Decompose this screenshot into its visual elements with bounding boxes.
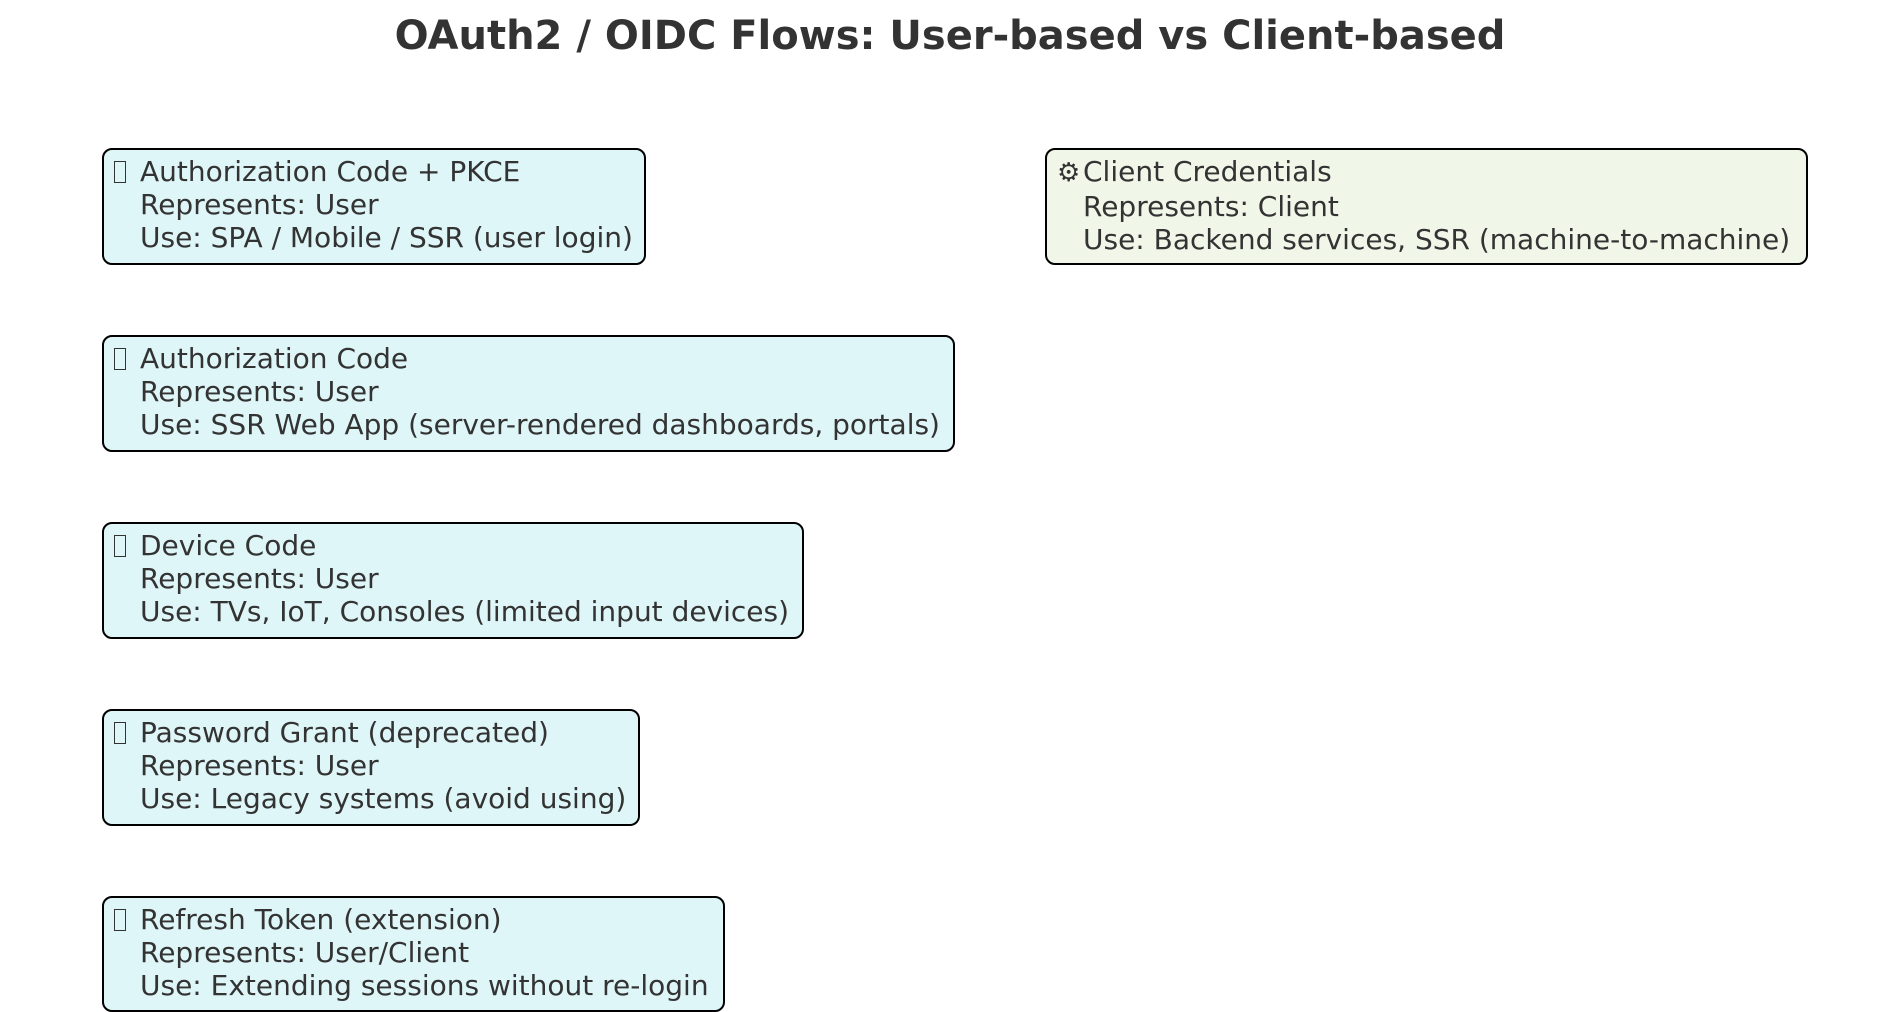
flow-represents: Represents: User/Client [140,936,470,969]
missing-glyph-icon [114,342,140,375]
flow-use: Use: SSR Web App (server-rendered dashbo… [140,408,940,441]
flow-name: Refresh Token (extension) [140,903,502,936]
flow-name: Client Credentials [1083,155,1332,188]
flow-use: Use: Backend services, SSR (machine-to-m… [1083,223,1791,256]
flow-use: Use: Legacy systems (avoid using) [140,782,627,815]
flow-box-password-grant: Password Grant (deprecated) Represents: … [102,709,640,826]
flow-box-refresh-token: Refresh Token (extension) Represents: Us… [102,896,725,1012]
flow-box-client-credentials: ⚙Client Credentials Represents: Client U… [1045,148,1808,265]
missing-glyph-icon [114,903,140,936]
flow-represents: Represents: Client [1083,190,1339,223]
flow-box-authorization-code-pkce: Authorization Code + PKCE Represents: Us… [102,148,646,265]
missing-glyph-icon [114,529,140,562]
flow-use: Use: TVs, IoT, Consoles (limited input d… [140,595,790,628]
flow-box-authorization-code: Authorization Code Represents: User Use:… [102,335,955,452]
flow-represents: Represents: User [140,375,379,408]
flow-use: Use: SPA / Mobile / SSR (user login) [140,221,633,254]
missing-glyph-icon [114,155,140,188]
missing-glyph-icon [114,716,140,749]
page-title: OAuth2 / OIDC Flows: User-based vs Clien… [394,13,1506,59]
flow-represents: Represents: User [140,188,379,221]
flow-represents: Represents: User [140,562,379,595]
flow-use: Use: Extending sessions without re-login [140,969,709,1002]
flow-box-device-code: Device Code Represents: User Use: TVs, I… [102,522,804,639]
flow-name: Device Code [140,529,317,562]
flow-name: Authorization Code + PKCE [140,155,521,188]
gear-icon: ⚙ [1057,158,1081,188]
flow-represents: Represents: User [140,749,379,782]
flow-name: Authorization Code [140,342,409,375]
flow-name: Password Grant (deprecated) [140,716,549,749]
